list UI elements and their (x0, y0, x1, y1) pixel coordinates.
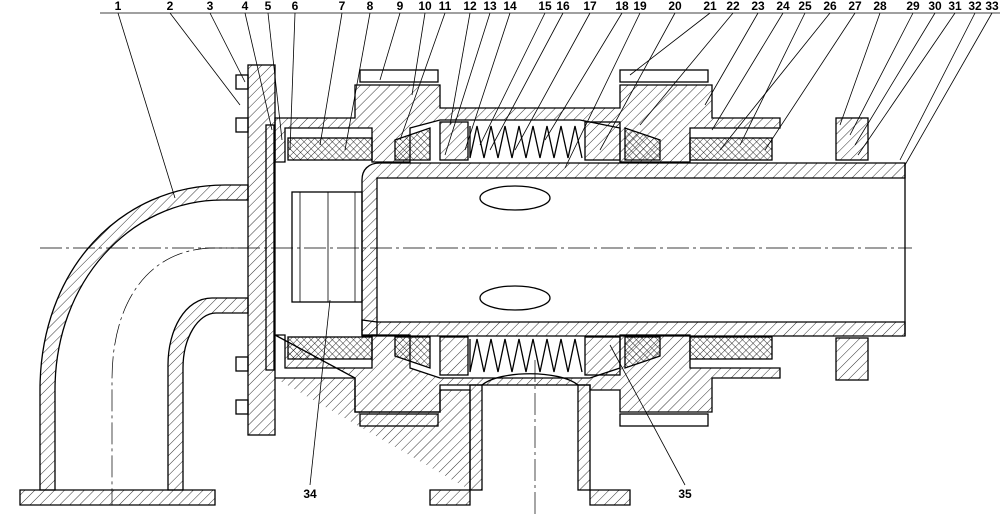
leader-line (244, 12, 273, 131)
part-label-26: 26 (823, 0, 837, 13)
part-label-23: 23 (751, 0, 765, 13)
part-label-27: 27 (848, 0, 862, 13)
part-label-5: 5 (265, 0, 272, 13)
leader-line (719, 12, 831, 151)
packing-rings (287, 127, 773, 369)
leader-line (289, 12, 296, 151)
leader-line (839, 12, 881, 126)
leader-line (117, 12, 176, 199)
part-label-6: 6 (292, 0, 299, 13)
leader-line (489, 12, 564, 151)
rotating-tube (361, 162, 906, 337)
part-label-9: 9 (397, 0, 404, 13)
leader-line (411, 12, 426, 96)
leader-line (514, 12, 591, 151)
part-label-4: 4 (242, 0, 249, 13)
springs (439, 121, 621, 376)
part-label-21: 21 (703, 0, 717, 13)
leader-line (704, 12, 759, 106)
part-label-12: 12 (463, 0, 477, 13)
left-flange (235, 64, 276, 436)
leader-line (444, 12, 491, 156)
inner-liner (291, 191, 363, 303)
part-label-16: 16 (556, 0, 570, 13)
leader-line (764, 12, 856, 151)
leader-line (564, 12, 641, 169)
part-label-30: 30 (928, 0, 942, 13)
leader-line (857, 12, 956, 156)
part-label-11: 11 (439, 0, 452, 13)
part-label-15: 15 (538, 0, 552, 13)
part-label-7: 7 (339, 0, 346, 13)
part-label-35: 35 (678, 487, 692, 501)
leader-line (309, 299, 331, 486)
leader-line (599, 12, 676, 151)
leader-line (319, 12, 343, 146)
leader-line (849, 12, 914, 136)
part-label-25: 25 (798, 0, 812, 13)
leader-line (399, 12, 446, 141)
leader-line (209, 12, 246, 83)
part-label-2: 2 (167, 0, 174, 13)
part-label-14: 14 (503, 0, 517, 13)
elbow-pipe (19, 184, 249, 506)
leader-line (169, 12, 241, 106)
part-label-18: 18 (615, 0, 629, 13)
part-label-34: 34 (303, 487, 317, 501)
part-label-28: 28 (873, 0, 887, 13)
leader-line (739, 12, 806, 146)
leader-line (854, 12, 936, 146)
part-label-13: 13 (483, 0, 497, 13)
leader-line (449, 12, 471, 126)
part-label-1: 1 (115, 0, 122, 13)
end-fitting (835, 117, 869, 381)
leader-line (711, 12, 784, 131)
leader-line (639, 12, 734, 126)
leader-line (464, 12, 511, 151)
housing (274, 69, 781, 506)
leader-line (629, 12, 711, 76)
leader-line (344, 12, 371, 151)
leader-line (904, 12, 993, 166)
part-label-20: 20 (668, 0, 682, 13)
part-label-33: 33 (985, 0, 999, 13)
part-label-8: 8 (367, 0, 374, 13)
part-label-19: 19 (633, 0, 647, 13)
part-label-24: 24 (776, 0, 790, 13)
part-label-17: 17 (583, 0, 597, 13)
part-label-3: 3 (207, 0, 214, 13)
part-label-29: 29 (906, 0, 920, 13)
leader-line (899, 12, 976, 161)
part-label-10: 10 (418, 0, 432, 13)
part-label-31: 31 (948, 0, 962, 13)
leader-line (379, 12, 401, 81)
leader-line (479, 12, 546, 146)
leader-line (544, 12, 623, 141)
leader-line (609, 344, 686, 486)
part-label-32: 32 (968, 0, 982, 13)
part-label-22: 22 (726, 0, 740, 13)
leader-line (267, 12, 283, 141)
